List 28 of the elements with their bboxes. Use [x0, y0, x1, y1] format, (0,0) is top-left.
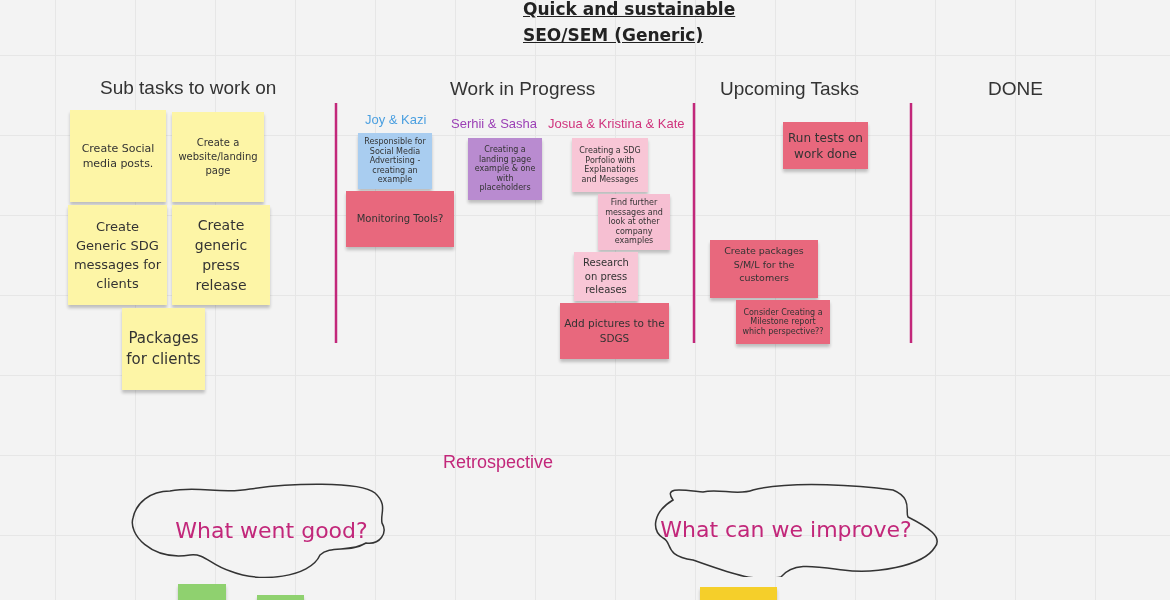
sticky-note: Create a website/landing page [172, 112, 264, 202]
column-heading: Sub tasks to work on [100, 77, 277, 99]
team-name: Josua & Kristina & Kate [548, 116, 685, 131]
team-name: Joy & Kazi [365, 112, 427, 127]
sticky-note: Monitoring Tools? [346, 191, 454, 247]
board-title: Quick and sustainable SEO/SEM (Generic) [523, 0, 737, 47]
sticky-note [257, 595, 304, 600]
team-name: Serhii & Sasha [451, 116, 537, 131]
sticky-note: Run tests on work done [783, 122, 868, 169]
sticky-note: Create Social media posts. [70, 110, 166, 202]
sticky-note: Add pictures to the SDGS [560, 303, 669, 359]
sticky-note: Create packages S/M/L for the customers [710, 240, 818, 298]
sticky-note: Consider Creating a Milestone report which perspective?? [736, 300, 830, 344]
sticky-note: Research on press releases [574, 252, 638, 301]
sticky-note: Packages for clients [122, 308, 205, 390]
sticky-note: Create generic press release [172, 205, 270, 305]
sticky-note: Creating a landing page example & one with placeholders [468, 138, 542, 200]
section-heading: Retrospective [443, 452, 554, 473]
sticky-note: Create Generic SDG messages for clients [68, 205, 167, 305]
cloud-shape: What went good? [130, 483, 385, 578]
sticky-note [700, 587, 777, 600]
sticky-note [178, 584, 226, 600]
column-heading: Upcoming Tasks [720, 78, 860, 100]
sticky-note: Find further messages and look at other company examples [598, 194, 670, 250]
column-heading: Work in Progress [450, 78, 596, 100]
sticky-note: Creating a SDG Porfolio with Explanations and Messages [572, 138, 648, 192]
sticky-note: Responsible for Social Media Advertising - creating an example [358, 133, 432, 189]
column-heading: DONE [988, 78, 1043, 100]
